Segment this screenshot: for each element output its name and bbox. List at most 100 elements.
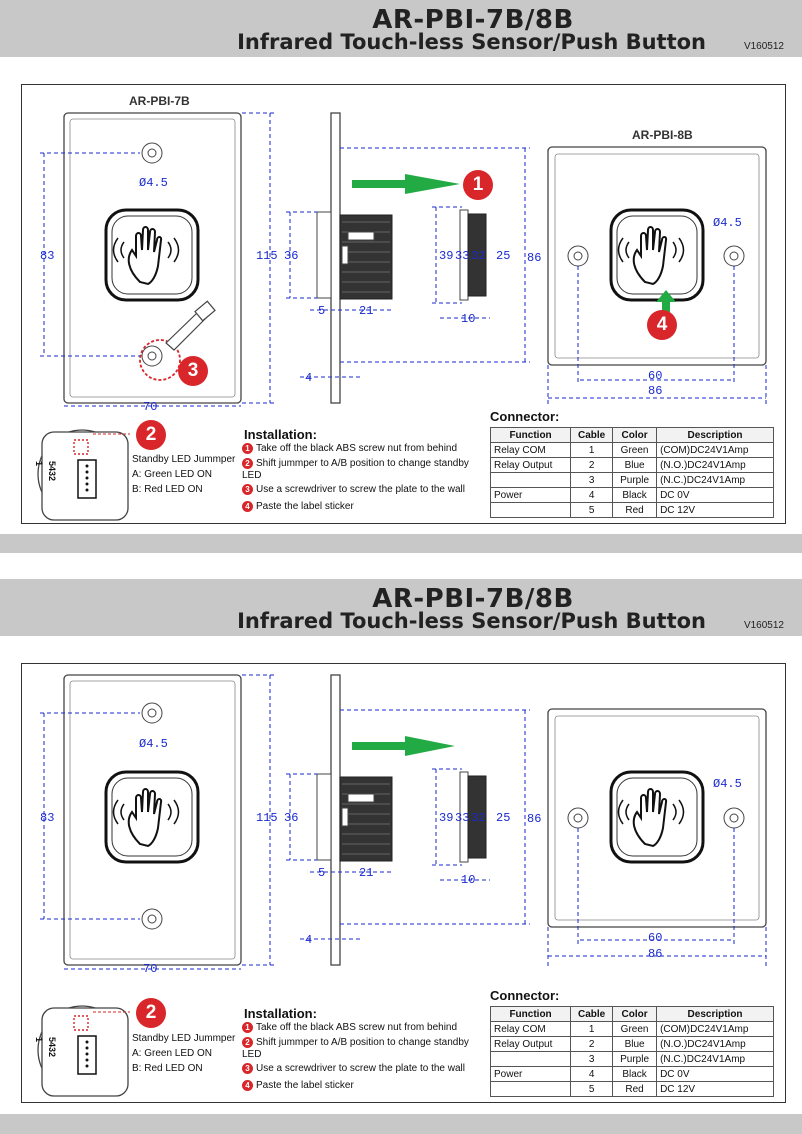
dim-hole-7b: Ø4.5	[139, 737, 168, 751]
dim-21: 21	[359, 866, 374, 880]
version-label: V160512	[743, 41, 784, 52]
step-marker-1: 1	[463, 170, 493, 200]
dim-60: 60	[648, 931, 663, 945]
cell-description: (N.C.)DC24V1Amp	[656, 1051, 774, 1067]
cell-function: Relay COM	[489, 442, 572, 458]
dim-10: 10	[461, 312, 476, 326]
cell-function	[489, 502, 572, 518]
cell-description: (COM)DC24V1Amp	[656, 1021, 774, 1037]
cell-description: (N.O.)DC24V1Amp	[656, 457, 774, 473]
dim-hole-8b: Ø4.5	[713, 777, 742, 791]
col-cable: Cable	[570, 1006, 614, 1022]
cell-color: Purple	[612, 472, 658, 488]
dim-33: 33	[455, 811, 470, 825]
col-cable: Cable	[570, 427, 614, 443]
cell-function	[489, 472, 572, 488]
cell-function: Power	[489, 487, 572, 503]
col-color: Color	[612, 427, 658, 443]
cell-description: DC 0V	[656, 1066, 774, 1082]
cell-color: Purple	[612, 1051, 658, 1067]
cell-color: Black	[612, 487, 658, 503]
jumper-pin-numbers: 5432 1	[34, 1037, 57, 1058]
dim-60: 60	[648, 369, 663, 383]
cell-function: Power	[489, 1066, 572, 1082]
cell-function: Relay Output	[489, 457, 572, 473]
step-text: Paste the label sticker	[256, 1080, 354, 1091]
cell-description: (N.C.)DC24V1Amp	[656, 472, 774, 488]
jumper-option-b: B: Red LED ON	[132, 1063, 203, 1074]
step-text: Take off the black ABS screw nut from be…	[256, 443, 458, 454]
step-number-badge: 2	[242, 1037, 253, 1048]
connector-table: Function Cable Color Description Relay C…	[489, 427, 774, 518]
step-text: Use a screwdriver to screw the plate to …	[256, 1063, 465, 1074]
cell-cable: 5	[570, 1081, 614, 1097]
dim-25: 25	[496, 811, 511, 825]
dim-86-height: 86	[527, 251, 542, 265]
step-number-badge: 3	[242, 484, 253, 495]
table-header-row: Function Cable Color Description	[489, 1006, 774, 1022]
step-text: Paste the label sticker	[256, 501, 354, 512]
cell-cable: 4	[570, 1066, 614, 1082]
col-function: Function	[489, 1006, 572, 1022]
jumper-title: Standby LED Jummper	[132, 1033, 236, 1044]
cell-cable: 2	[570, 1036, 614, 1052]
step-text: Shift jummper to A/B position to change …	[242, 1037, 469, 1060]
cell-description: (COM)DC24V1Amp	[656, 442, 774, 458]
dim-39: 39	[439, 811, 454, 825]
header-band: AR-PBI-7B/8B Infrared Touch-less Sensor/…	[0, 579, 802, 636]
dim-36: 36	[284, 249, 299, 263]
step-number-badge: 4	[242, 1080, 253, 1091]
cell-cable: 4	[570, 487, 614, 503]
dim-70: 70	[143, 400, 158, 414]
dim-115: 115	[256, 249, 278, 263]
cell-cable: 3	[570, 1051, 614, 1067]
installation-title: Installation:	[244, 427, 317, 442]
step-text: Use a screwdriver to screw the plate to …	[256, 484, 465, 495]
connector-title: Connector:	[490, 988, 560, 1003]
installation-title: Installation:	[244, 1006, 317, 1021]
dim-39: 39	[439, 249, 454, 263]
step-marker-4: 4	[647, 310, 677, 340]
dim-83: 83	[40, 811, 55, 825]
dim-86-width: 86	[648, 947, 663, 961]
col-function: Function	[489, 427, 572, 443]
dim-32: 32	[471, 249, 486, 263]
jumper-option-a: A: Green LED ON	[132, 1048, 213, 1059]
step-marker-2: 2	[136, 420, 166, 450]
dim-hole-8b: Ø4.5	[713, 216, 742, 230]
cell-color: Red	[612, 1081, 658, 1097]
col-color: Color	[612, 1006, 658, 1022]
step-number-badge: 1	[242, 443, 253, 454]
step-number-badge: 1	[242, 1022, 253, 1033]
table-header-row: Function Cable Color Description	[489, 427, 774, 443]
connector-table: Function Cable Color Description Relay C…	[489, 1006, 774, 1097]
dim-115: 115	[256, 811, 278, 825]
separator-band	[0, 1114, 802, 1134]
dim-36: 36	[284, 811, 299, 825]
dim-4: 4	[305, 371, 313, 385]
jumper-title: Standby LED Jummper	[132, 454, 236, 465]
dim-21: 21	[359, 304, 374, 318]
cell-description: (N.O.)DC24V1Amp	[656, 1036, 774, 1052]
cell-function	[489, 1081, 572, 1097]
model-title: AR-PBI-7B/8B	[372, 584, 574, 614]
jumper-option-b: B: Red LED ON	[132, 484, 203, 495]
dim-5: 5	[318, 866, 326, 880]
cell-color: Blue	[612, 1036, 658, 1052]
technical-drawing-2	[37, 674, 767, 1097]
technical-drawing-1	[37, 112, 767, 521]
cell-cable: 2	[570, 457, 614, 473]
dim-83: 83	[40, 249, 55, 263]
